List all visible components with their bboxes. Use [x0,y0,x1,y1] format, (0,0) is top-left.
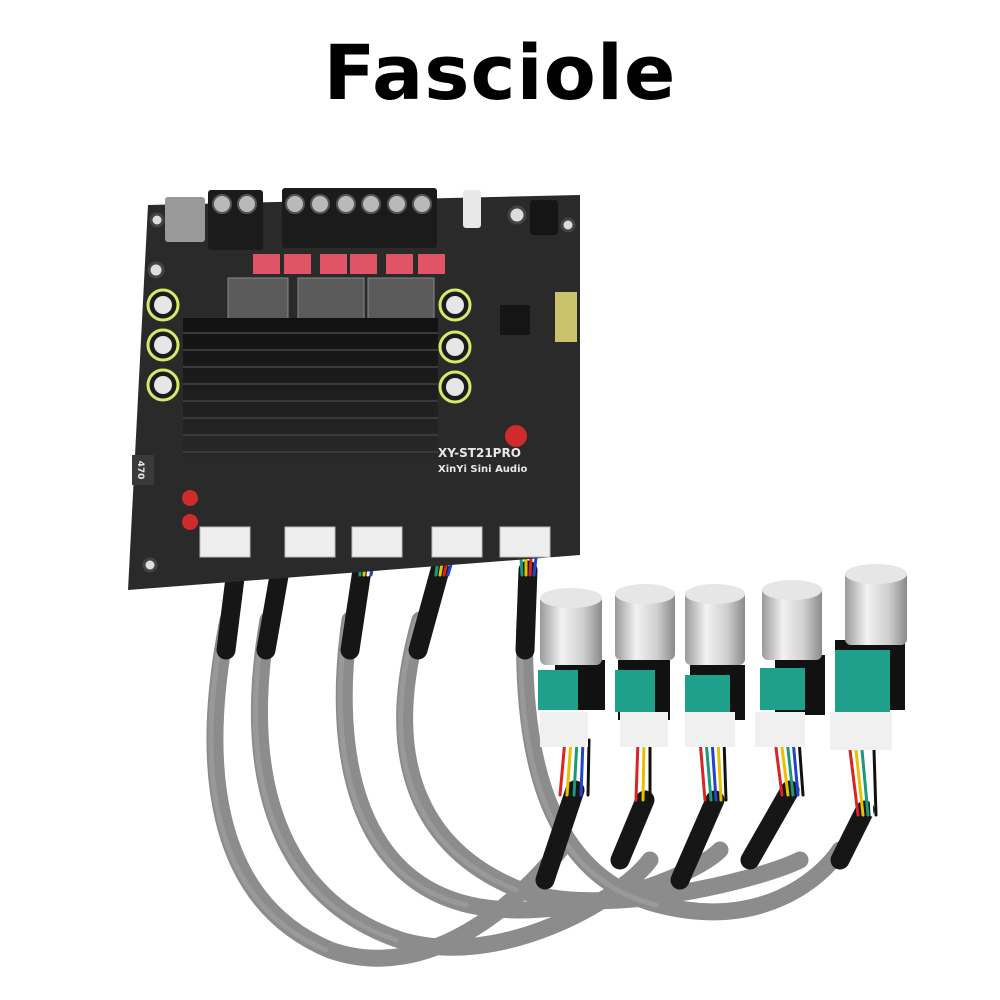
pot-module-3 [685,584,745,747]
board-model-label: XY-ST21PRO [438,446,521,460]
film-capacitors [253,254,445,274]
dc-jack [165,197,205,242]
pot-module-2 [615,584,675,747]
usb-port [463,190,481,228]
pot-module-5 [830,564,907,750]
ribbon-cables [206,538,878,967]
pot-module-1 [538,588,605,747]
bt-antenna [555,292,577,342]
pot-module-4 [755,580,825,747]
bt-chip [500,305,530,335]
terminal-blocks [208,188,437,250]
audio-jack [530,200,558,235]
svg-text:470: 470 [135,461,145,480]
brand-title: Fasciole [323,28,677,117]
electrolytic-capacitors [146,288,527,530]
inductor-470 [132,455,154,485]
potentiometer-modules [538,564,907,750]
amplifier-board: 470 XY-ST21PRO XinYi Sini Audio [128,188,580,590]
heatsink [183,318,438,468]
board-maker-label: XinYi Sini Audio [438,464,528,475]
board-connectors [199,526,551,558]
